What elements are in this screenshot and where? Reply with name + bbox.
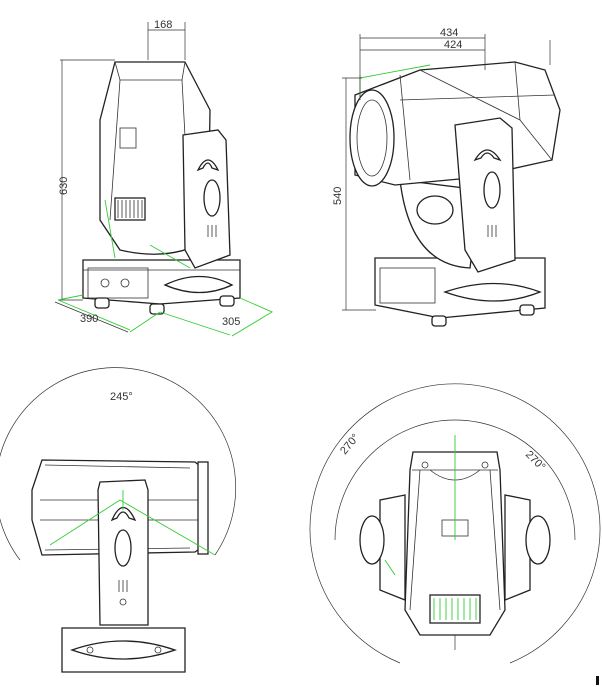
- yoke-arm: [454, 117, 516, 273]
- pan-right-label: 270°: [523, 449, 548, 474]
- pan-arc-outer: [309, 383, 601, 664]
- base-handle: [163, 275, 234, 294]
- dim-length-inner: 424: [444, 39, 462, 51]
- label-plate: [119, 127, 137, 149]
- base: [61, 627, 186, 673]
- yoke-right: [504, 494, 531, 601]
- base-handle: [443, 282, 542, 302]
- dim-width: 305: [222, 316, 240, 328]
- dim-height: 540: [332, 187, 344, 205]
- head-body: [404, 451, 506, 636]
- pan-view: 270° 270°: [309, 383, 601, 664]
- lens-front: [197, 461, 209, 555]
- tilt-view: 245°: [0, 367, 237, 673]
- tilt-arc: [0, 367, 237, 561]
- foot: [94, 297, 110, 309]
- pan-left-label: 270°: [338, 432, 362, 457]
- tilt-angle-label: 245°: [110, 391, 133, 403]
- pan-arc-inner: [334, 419, 576, 541]
- yoke-arm: [182, 129, 231, 269]
- base-handle: [70, 640, 177, 660]
- corner-mark: [596, 676, 599, 685]
- side-angle-view: 434 424 540: [332, 27, 561, 327]
- lens: [349, 89, 395, 187]
- vent-grille: [429, 594, 481, 624]
- dim-depth: 390: [80, 313, 98, 325]
- dim-height: 630: [58, 177, 70, 195]
- yoke-arm: [97, 479, 149, 626]
- dim-top-width: 168: [154, 19, 172, 31]
- connector-panel: [87, 267, 149, 299]
- front-angle-view: 168 630 390 305: [54, 19, 273, 337]
- foot: [219, 295, 235, 307]
- dim-length-outer: 434: [440, 27, 458, 39]
